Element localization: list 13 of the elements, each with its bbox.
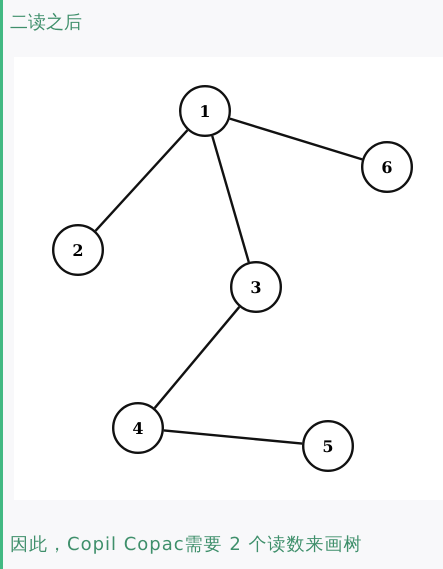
tree-edge	[94, 129, 188, 232]
node-circle: 6	[361, 141, 413, 193]
node-circle: 1	[179, 85, 231, 137]
node-circle: 4	[112, 402, 164, 454]
tree-edge	[230, 118, 362, 160]
caption: 因此，Copil Copac需要 2 个读数来画树	[10, 533, 363, 556]
tree-edge	[211, 136, 250, 262]
node-circle: 3	[230, 261, 282, 313]
node-circle: 5	[302, 420, 354, 472]
heading: 二读之后	[10, 11, 82, 34]
tree-edge	[164, 429, 302, 445]
node-circle: 2	[52, 224, 104, 276]
tree-edge	[154, 306, 240, 409]
